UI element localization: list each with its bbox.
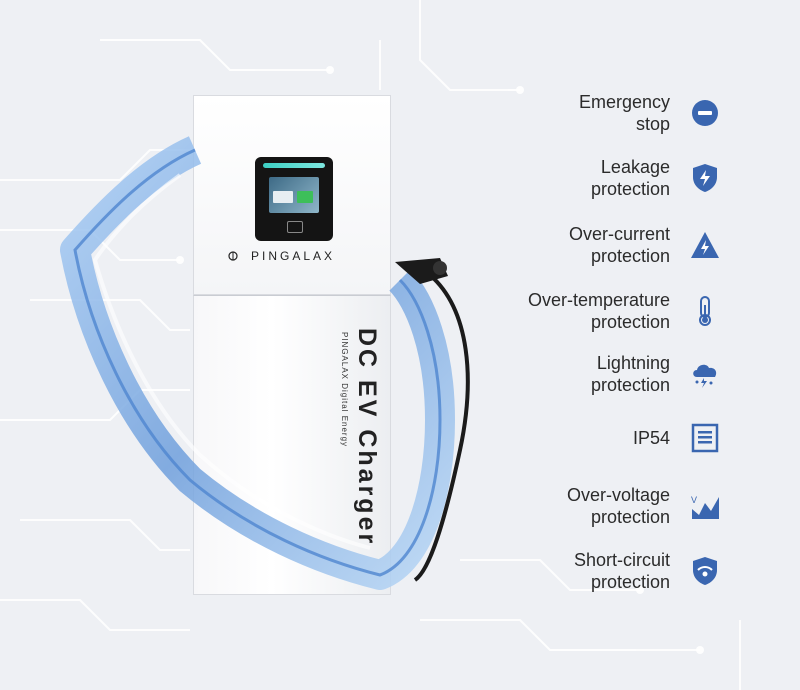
minus-circle-icon [688,96,722,130]
feature-ip54: IP54 [480,413,740,463]
screen-display [269,177,319,213]
charger-touch-screen [255,157,333,241]
feature-label: IP54 [632,428,670,448]
shield-bolt-icon [688,161,722,195]
storm-cloud-icon [688,357,722,391]
pingalax-logo-icon [228,251,238,261]
model-subtitle: PINGALAX Digital Energy [340,332,349,448]
svg-text:V: V [691,495,697,505]
brand-name: PINGALAX [250,249,336,263]
model-title: DC EV Charger [353,328,381,547]
rfid-card-icon [287,221,303,233]
voltage-wave-icon: V [688,489,722,523]
triangle-bolt-icon [688,228,722,262]
status-light-bar [263,163,325,168]
shield-check-icon [688,554,722,588]
thermometer-icon [688,294,722,328]
ip-panel-icon [688,421,722,455]
